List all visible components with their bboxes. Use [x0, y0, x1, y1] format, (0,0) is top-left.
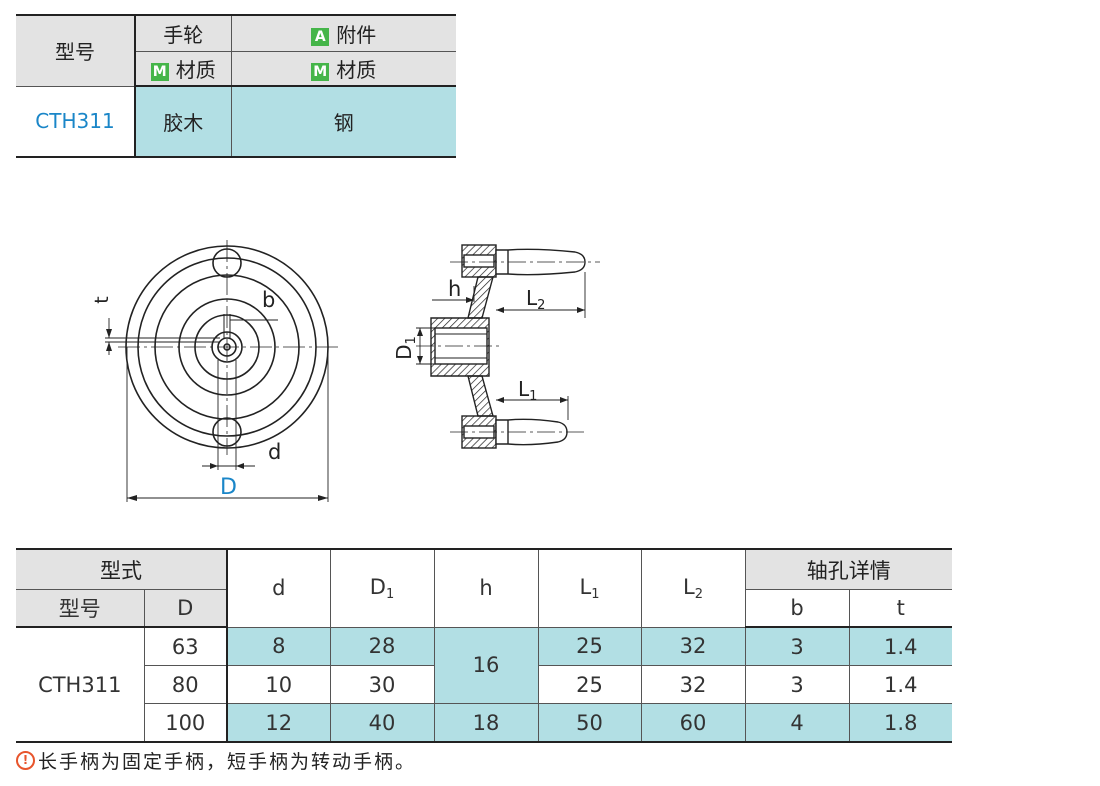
footnote: ! 长手柄为固定手柄，短手柄为转动手柄。 [16, 747, 416, 774]
label-d: d [268, 440, 281, 464]
handwheel-material-cell: 胶木 [134, 85, 232, 158]
t-value: 1.4 [848, 626, 952, 666]
model-cell: CTH311 [16, 626, 145, 743]
L1-value: 50 [537, 703, 642, 743]
b-value: 4 [744, 703, 850, 743]
dimension-table: 型式 d D1 h L1 L2 轴孔详情 型号 D b t CTH311 63 … [16, 548, 952, 743]
L1-value: 25 [537, 626, 642, 666]
header-d: d [226, 548, 331, 628]
b-value: 3 [744, 665, 850, 704]
D-value: 63 [143, 626, 228, 666]
label-D: D [220, 475, 237, 500]
accessory-material-cell: 钢 [230, 85, 456, 158]
d-value: 12 [226, 703, 331, 743]
D1-value: 40 [329, 703, 435, 743]
L2-value: 60 [640, 703, 746, 743]
accessory-tag: A [311, 28, 330, 47]
footnote-text: 长手柄为固定手柄，短手柄为转动手柄。 [38, 751, 417, 773]
label-L2: L2 [526, 286, 545, 313]
D1-value: 30 [329, 665, 435, 704]
section-view [416, 244, 600, 449]
material-table: 型号 手轮 A 附件 M 材质 M 材质 CTH311 胶木 钢 [16, 14, 456, 158]
technical-drawing: t b d D [91, 240, 600, 502]
L1-value: 25 [537, 665, 642, 704]
L2-value: 32 [640, 665, 746, 704]
d-value: 10 [226, 665, 331, 704]
D1-value: 28 [329, 626, 435, 666]
material-tag: M [311, 63, 330, 82]
header-t: t [848, 589, 952, 628]
header-accessory-label: 附件 [336, 23, 377, 48]
label-b: b [262, 288, 275, 312]
header-accessory-material: M 材质 [230, 51, 456, 88]
header-type: 型式 [16, 548, 228, 590]
h-value: 16 [433, 626, 539, 704]
svg-text:D1: D1 [392, 336, 419, 360]
label-h: h [448, 277, 461, 301]
header-handwheel: 手轮 [134, 14, 232, 53]
h-value: 18 [433, 703, 539, 743]
header-shaft-hole: 轴孔详情 [744, 548, 952, 590]
header-D: D [143, 589, 228, 628]
b-value: 3 [744, 626, 850, 666]
header-L1: L1 [537, 548, 642, 628]
D-value: 100 [144, 703, 228, 743]
d-value: 8 [226, 626, 331, 666]
header-handwheel-material: M 材质 [135, 51, 232, 88]
model-cell: CTH311 [16, 85, 136, 158]
header-accessory: A 附件 [230, 14, 456, 53]
t-value: 1.4 [848, 665, 952, 704]
material-label: 材质 [175, 58, 216, 83]
exclamation-circle-icon: ! [16, 751, 35, 770]
label-L1: L1 [518, 377, 537, 404]
header-b: b [744, 589, 850, 628]
header-L2: L2 [640, 548, 746, 628]
label-t: t [91, 296, 113, 303]
D-value: 80 [144, 665, 228, 704]
header-model: 型号 [16, 589, 145, 628]
label-D1: D1 [392, 336, 419, 360]
material-tag: M [150, 63, 169, 82]
t-value: 1.8 [848, 703, 952, 743]
header-D1: D1 [329, 548, 435, 628]
header-h: h [433, 548, 539, 628]
L2-value: 32 [640, 626, 746, 666]
front-view [105, 240, 342, 502]
header-model: 型号 [16, 14, 136, 87]
material-label: 材质 [336, 58, 377, 83]
